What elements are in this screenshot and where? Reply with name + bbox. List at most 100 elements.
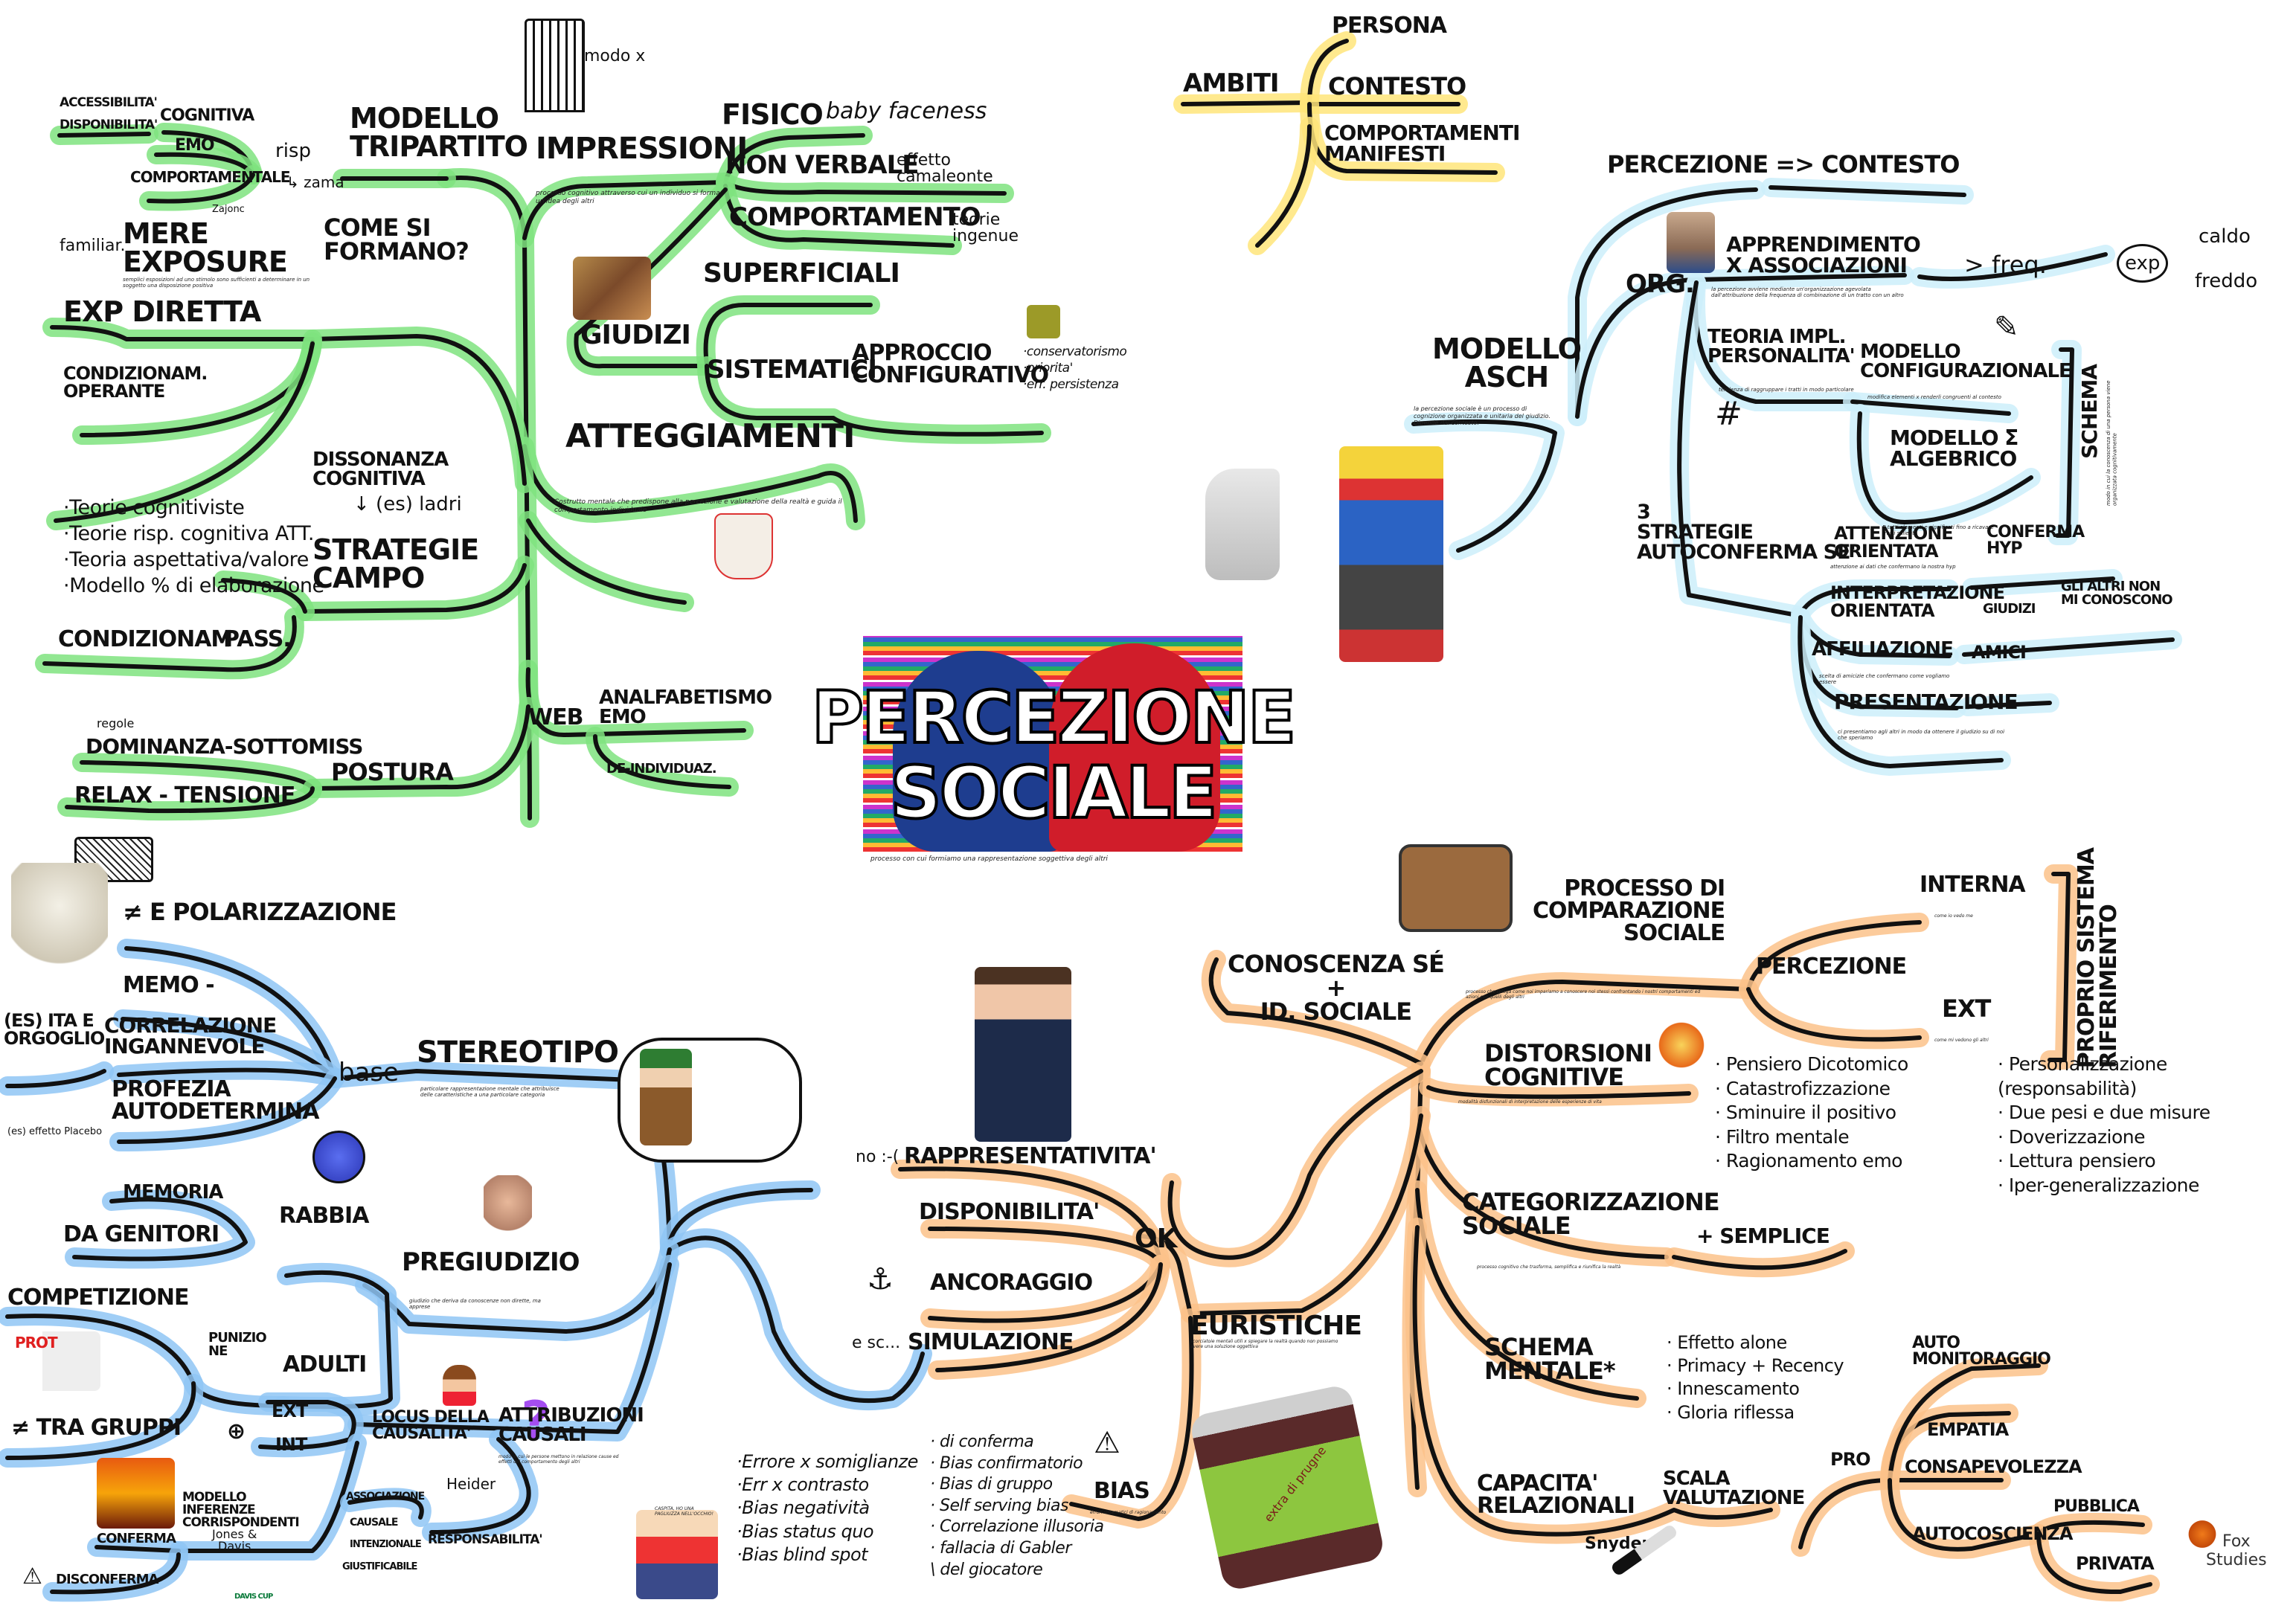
red-head-silhouette [1049,643,1220,852]
label-caldo: caldo [2199,225,2251,248]
branch-privata [2036,1532,2152,1595]
branch-conferma [94,1545,181,1553]
label-distorsioni: DISTORSIONI COGNITIVE [1484,1039,1652,1091]
label-consapevolezza: CONSAPEVOLEZZA [1905,1456,2082,1477]
green-branches [35,123,1051,828]
label-freq: > freq. [1964,251,2047,279]
label-analfabetismo: ANALFABETISMO EMO [599,687,772,728]
branch-heider [429,1437,531,1534]
label-punizione: PUNIZIO NE [208,1330,267,1359]
branch-thought-bubble [667,1188,813,1244]
label-modello-inferenze: MODELLO INFERENZE CORRISPONDENTI [182,1490,300,1530]
label-privata: PRIVATA [2076,1553,2155,1574]
label-ext-se: EXT [1942,994,1991,1023]
label-interpretazione-orientata: INTERPRETAZIONE ORIENTATA [1830,582,2005,621]
label-emo: EMO [175,136,215,155]
branch-impressioni [522,180,728,240]
branch-gli-altri [1962,637,2175,657]
label-affiliazione: AFFILIAZIONE [1812,638,1954,661]
label-stereotipo: STEREOTIPO [417,1035,619,1070]
blue-head-silhouette [893,651,1064,852]
branch-right-loop [667,1235,925,1404]
branch-postura [310,704,530,791]
label-da-genitori: da GENITORI [63,1221,219,1247]
label-es-placebo: (es) effetto Placebo [7,1126,103,1137]
label-baby-faceness: baby faceness [826,98,987,124]
branch-persona [1307,39,1349,106]
note-pregiudizio: giudizio che deriva da conoscenze non di… [409,1298,541,1311]
label-ancoraggio: ANCORAGGIO [930,1270,1093,1296]
warning-icon: ⚠ [1094,1426,1120,1460]
label-rappresentativita: RAPPRESENTATIVITA' [904,1143,1157,1169]
label-modello-asch: MODELLO ASCH [1432,332,1582,393]
branch-euristiche-highlight [1181,1106,1431,1323]
toilet-image [1205,469,1280,580]
note-categorizzazione: processo cognitivo che trasforma, sempli… [1477,1264,1621,1270]
label-org: ORG. [1626,269,1695,299]
label-sistematici: SISTEMATICI [707,355,877,385]
label-intenzionale: INTENZIONALE [350,1539,422,1550]
label-profezia: PROFEZIA AUTODETERMINA [112,1076,319,1125]
branch-conferma-hyp [1969,576,2115,590]
title-banner: PERCEZIONE SOCIALE [810,636,1298,852]
label-memoria: MEMORIA [123,1181,223,1203]
pencil-icon: ✎ [1994,310,2019,344]
label-web: WEB [528,704,583,730]
branch-algebrico [1856,411,2033,524]
branch-strutto [526,518,687,605]
label-polarizzazione: ≠ e POLARIZZAZIONE [123,898,397,926]
branch-interna [1746,920,1922,992]
label-snyder: Snyder [1585,1534,1650,1553]
magnifier-cartoon-image [636,1510,718,1599]
note-apprendimento: la percezione avviene mediante un'organi… [1711,286,1904,299]
branch-sistematici [705,364,1044,437]
branch-ambiti [1181,100,1312,106]
label-conferma-hyp: CONFERMA HYP [1986,523,2085,558]
list-teorie: ·Teorie cognitiviste ·Teorie risp. cogni… [63,496,324,598]
label-bias: BIAS [1094,1478,1150,1504]
label-modello-tripartito: MODELLO TRIPARTITO [350,102,528,163]
note-interna: come io vedo me [1934,913,1973,919]
polar-bear-image [11,863,108,971]
french-man-image [703,1045,755,1145]
fire-image [97,1458,175,1529]
label-dissonanza: DISSONANZA COGNITIVA [312,449,449,490]
label-simulazione: SIMULAZIONE [908,1329,1074,1355]
branch-semplice [1672,1249,1847,1270]
label-es-ladri: ↓ (es) ladri [353,493,462,515]
television-icon [1399,844,1513,932]
label-auto-monitoraggio: AUTO MONITORAGGIO [1912,1334,2051,1369]
label-modo-x: modo x [584,47,646,65]
branch-percezione-contesto [1575,187,1758,419]
branch-contesto-underline [1769,185,1966,197]
label-comportamentale: COMPORTAMENTALE [130,168,291,186]
branch-monitoraggio [1888,1363,2041,1482]
note-presentazione: ci presentiamo agli altri in modo da ott… [1838,729,2005,742]
businessman-image [975,967,1071,1142]
branch-accessibilita [57,132,151,138]
branch-distorsioni [1426,1085,1691,1099]
branch-schema-bracket [2055,347,2074,538]
label-giustificabile: GIUSTIFICABILE [342,1561,417,1572]
label-exp-diretta: EXP DIRETTA [63,295,261,328]
label-percezione-se: PERCEZIONE [1756,954,1907,980]
label-plus-icon: ⊕ [227,1418,246,1444]
label-teoria-impl: TEORIA IMPL. PERSONALITA' [1707,326,1856,367]
asch-branches [1404,178,2182,776]
note-configurazionale: modifica elementi x renderli congruenti … [1867,394,2001,400]
main-title: PERCEZIONE SOCIALE [810,676,1298,835]
pipe-organ-icon [525,19,585,112]
branch-ext-highlight [1739,980,1929,1050]
branch-org [1575,273,1907,419]
branch-mere-exposure [50,325,315,341]
fox-icon [2187,1517,2217,1551]
olive-jar-image [1027,305,1060,338]
note-attenzione: attenzione ai dati che confermano la nos… [1830,564,1956,570]
list-distorsioni-2: · Personalizzazione (responsabilità) · D… [1998,1053,2210,1196]
note-teoria: tendenza di raggruppare i tratti in modo… [1719,387,1854,393]
label-modello-algebrico: MODELLO Σ ALGEBRICO [1890,425,2018,471]
label-correlazione: CORRELAZIONE INGANNEVOLE [104,1013,277,1058]
branch-disponibilita [928,1227,1163,1267]
label-conferma: CONFERMA [97,1531,176,1546]
label-percezione-contesto: PERCEZIONE => CONTESTO [1607,150,1960,179]
